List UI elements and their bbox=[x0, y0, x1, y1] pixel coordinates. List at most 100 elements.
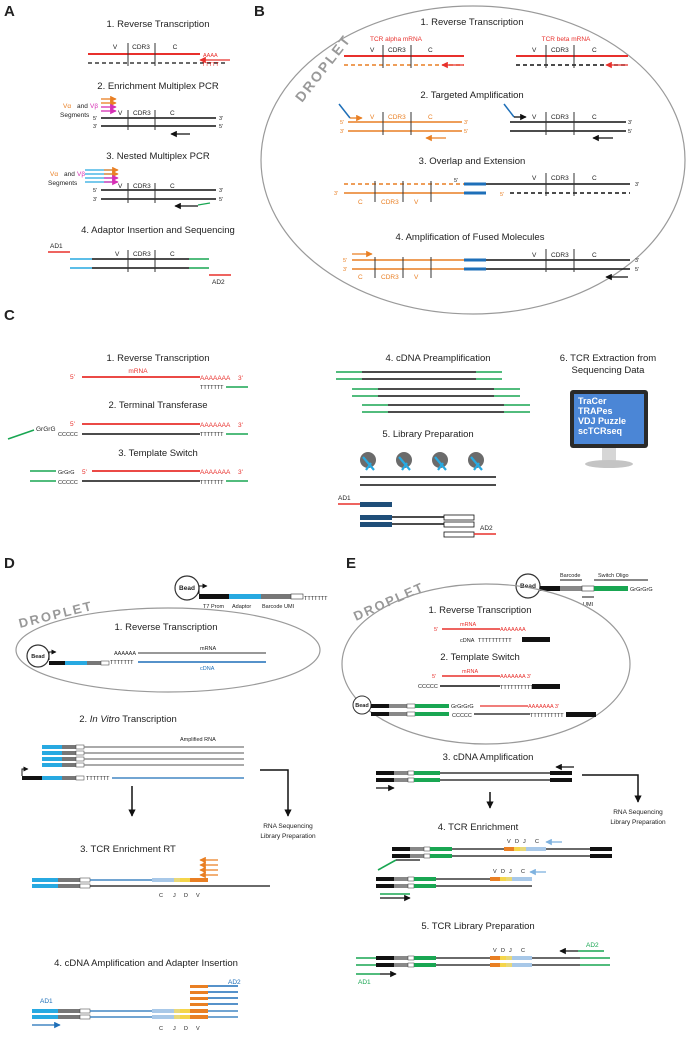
e1-handle bbox=[522, 637, 550, 642]
c1-polya: AAAAAAA bbox=[200, 375, 231, 382]
c5-ad1: AD1 bbox=[338, 495, 351, 502]
d2-t7 bbox=[22, 776, 42, 780]
e5-c: C bbox=[521, 948, 525, 954]
e-arrow-to-rnaseq bbox=[582, 774, 642, 803]
d-rnaseq-line1: RNA Sequencing bbox=[263, 823, 313, 830]
c2-5p: 5' bbox=[70, 421, 75, 428]
e4-v: V bbox=[507, 839, 511, 845]
a2-5prime-r: 5' bbox=[219, 124, 223, 130]
panel-e-step-3: 3. cDNA Amplification bbox=[443, 752, 534, 763]
a3-segments-label: Segments bbox=[48, 180, 78, 187]
panel-c: C 1. Reverse Transcription 5' mRNA AAAAA… bbox=[4, 307, 657, 538]
e2-ccccc: CCCCC bbox=[418, 684, 438, 690]
e4-v2: V bbox=[493, 869, 497, 875]
b2-beta-3p: 3' bbox=[628, 120, 632, 126]
d-arrow-to-rnaseq bbox=[260, 769, 292, 817]
d-promoter-arrow bbox=[198, 583, 208, 594]
d-t7-block bbox=[199, 594, 229, 599]
panel-a-step-3: 3. Nested Multiplex PCR bbox=[106, 151, 210, 162]
panel-b-step-2: 2. Targeted Amplification bbox=[420, 90, 523, 101]
c1-mrna-label: mRNA bbox=[128, 368, 148, 375]
b3-v: V bbox=[414, 199, 419, 206]
e2-b-polyt: TTTTTTTTTT bbox=[530, 713, 564, 719]
panel-c-step-6-line1: 6. TCR Extraction from bbox=[560, 353, 657, 364]
d-t7-label: T7 Prom bbox=[203, 604, 225, 610]
b2-beta-5p: 5' bbox=[628, 129, 632, 135]
d4-ad2-primers bbox=[190, 985, 238, 1006]
e2-bead-label: Bead bbox=[355, 703, 368, 709]
d3-v: V bbox=[196, 893, 200, 899]
a2-vb-label: Vβ bbox=[90, 103, 98, 110]
c3-3p: 3' bbox=[238, 469, 243, 476]
e4-green-primer bbox=[377, 859, 397, 871]
e2-b-polya: AAAAAAA 3' bbox=[528, 704, 559, 710]
e2-b-barcode2 bbox=[389, 712, 407, 716]
c4-preamp-products bbox=[336, 371, 530, 413]
e4-bottom-construct bbox=[376, 876, 532, 889]
d-barcode-label: Barcode UMI bbox=[262, 604, 295, 610]
c3-ccccc: CCCCC bbox=[58, 480, 78, 486]
c5-tn5-complexes bbox=[360, 452, 484, 471]
e-rnaseq-line1: RNA Sequencing bbox=[613, 809, 663, 816]
e5-ad2: AD2 bbox=[586, 942, 599, 949]
c2-polya: AAAAAAA bbox=[200, 422, 231, 429]
e1-cdna-label: cDNA bbox=[460, 638, 475, 644]
b4-v: V bbox=[414, 274, 419, 281]
panel-c-step-4: 4. cDNA Preamplification bbox=[385, 353, 490, 364]
c5-ad2: AD2 bbox=[480, 525, 493, 532]
a2-segments-label: Segments bbox=[60, 112, 90, 119]
panel-d-letter: D bbox=[4, 555, 15, 572]
e5-v: V bbox=[493, 948, 497, 954]
a4-cdr3: CDR3 bbox=[133, 251, 151, 258]
d-umi-block bbox=[290, 593, 304, 600]
e4-c2: C bbox=[521, 869, 525, 875]
e-barcode-label: Barcode bbox=[560, 573, 581, 579]
a3-vb-label: Vβ bbox=[77, 171, 85, 178]
e5-ad1: AD1 bbox=[358, 979, 371, 986]
b4-v2: V bbox=[532, 252, 537, 259]
b4-cdr3: CDR3 bbox=[381, 274, 399, 281]
b3-v2: V bbox=[532, 175, 537, 182]
e5-d: D bbox=[501, 948, 505, 954]
d2-adapter bbox=[42, 776, 62, 780]
panel-d-step-1: 1. Reverse Transcription bbox=[115, 622, 218, 633]
c5-adapter-open bbox=[443, 521, 475, 528]
computer-monitor-icon bbox=[570, 390, 648, 468]
panel-b-letter: B bbox=[254, 3, 265, 20]
d-droplet-label: DROPLET bbox=[17, 598, 94, 631]
d-barcode-block bbox=[261, 594, 291, 599]
b-droplet-outline bbox=[260, 5, 686, 315]
a2-v: V bbox=[118, 110, 123, 117]
a4-ad2: AD2 bbox=[212, 279, 225, 286]
b1-cdr3: CDR3 bbox=[388, 47, 406, 54]
d-rnaseq-line2: Library Preparation bbox=[260, 833, 316, 840]
d-adapter-block bbox=[229, 594, 261, 599]
e1-5p: 5' bbox=[434, 627, 438, 633]
e-umi-label: UMI bbox=[583, 602, 594, 608]
panel-e-step-5: 5. TCR Library Preparation bbox=[421, 921, 534, 932]
e-handle bbox=[540, 586, 560, 591]
panel-c-step-3: 3. Template Switch bbox=[118, 448, 198, 459]
d1-polya: AAAAAA bbox=[114, 651, 136, 657]
a1-c-label: C bbox=[173, 44, 178, 51]
b4-c: C bbox=[358, 274, 363, 281]
a3-5prime: 5' bbox=[93, 188, 97, 194]
e4-d: D bbox=[515, 839, 519, 845]
panel-a-letter: A bbox=[4, 3, 15, 20]
c2-grgrg: GrGrG bbox=[36, 426, 56, 433]
c3-polya: AAAAAAA bbox=[200, 469, 231, 476]
c6-tool-2: TRAPes bbox=[578, 406, 613, 416]
panel-d-step-3: 3. TCR Enrichment RT bbox=[80, 844, 176, 855]
d2-promoter-arrow bbox=[21, 766, 29, 776]
c5-adapter-block bbox=[360, 522, 392, 527]
c2-ccccc: CCCCC bbox=[58, 432, 78, 438]
c3-5p: 5' bbox=[82, 469, 87, 476]
d-polyt: TTTTTTT bbox=[304, 596, 328, 602]
e2-b-handle2 bbox=[371, 712, 389, 716]
b2-v: V bbox=[370, 114, 375, 121]
e2-b-ccccc: CCCCC bbox=[452, 713, 472, 719]
e4-c: C bbox=[535, 839, 539, 845]
a3-3prime-r: 3' bbox=[219, 188, 223, 194]
panel-e-step-1: 1. Reverse Transcription bbox=[429, 605, 532, 616]
